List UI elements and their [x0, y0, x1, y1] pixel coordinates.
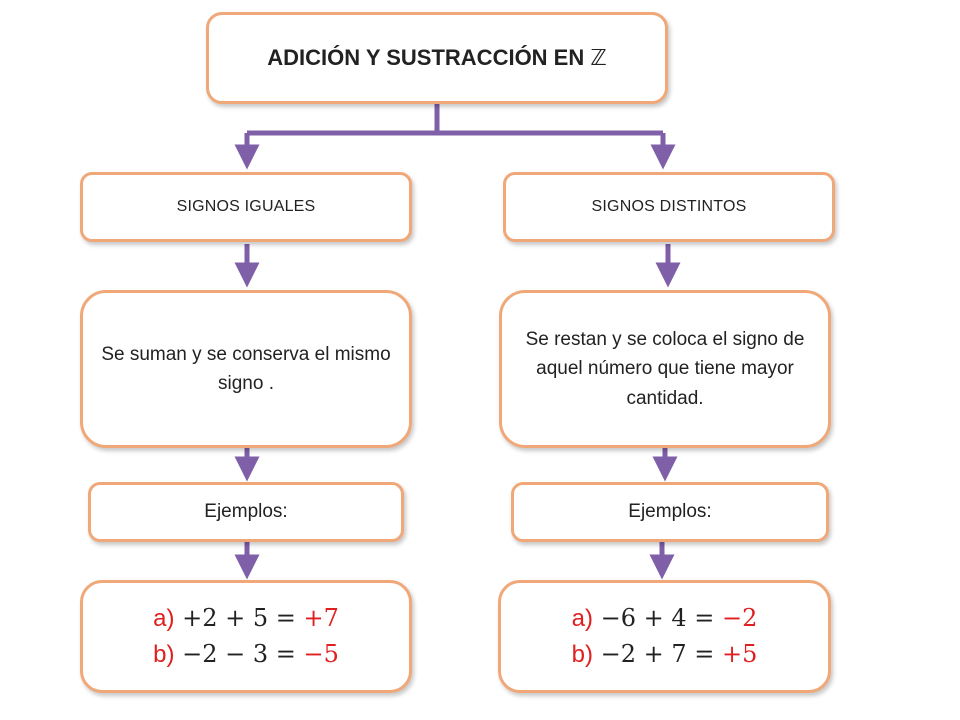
example-label: b) — [153, 640, 175, 668]
math-examples-box-left: a) +2 + 5 = +7 b) −2 − 3 = −5 — [80, 580, 412, 693]
example-result: −2 — [721, 603, 758, 632]
title-box: ADICIÓN Y SUSTRACCIÓN EN ℤ — [206, 12, 668, 104]
rule-text: Se restan y se coloca el signo de aquel … — [525, 328, 805, 409]
rule-box-left: Se suman y se conserva el mismo signo . — [80, 290, 412, 448]
math-examples-box-right: a) −6 + 4 = −2 b) −2 + 7 = +5 — [498, 580, 831, 693]
example-label: a) — [153, 604, 175, 632]
example-equation: b) −2 + 7 = +5 — [572, 637, 758, 673]
rule-text: Se suman y se conserva el mismo signo . — [101, 343, 391, 394]
example-result: +5 — [721, 639, 758, 668]
examples-label-box-right: Ejemplos: — [511, 482, 829, 542]
category-label: SIGNOS DISTINTOS — [591, 198, 747, 215]
examples-label-box-left: Ejemplos: — [88, 482, 404, 542]
category-box-signos-distintos: SIGNOS DISTINTOS — [503, 172, 835, 242]
category-box-signos-iguales: SIGNOS IGUALES — [80, 172, 412, 242]
example-equation: b) −2 − 3 = −5 — [153, 637, 339, 673]
example-equation: a) +2 + 5 = +7 — [153, 601, 339, 637]
rule-box-right: Se restan y se coloca el signo de aquel … — [499, 290, 831, 448]
example-expression: −2 − 3 = — [182, 639, 304, 668]
examples-label: Ejemplos: — [628, 501, 712, 522]
example-result: −5 — [303, 639, 339, 668]
example-label: a) — [571, 604, 593, 632]
example-expression: −6 + 4 = — [600, 603, 722, 632]
example-expression: +2 + 5 = — [182, 603, 304, 632]
page-title: ADICIÓN Y SUSTRACCIÓN EN ℤ — [267, 45, 607, 71]
example-equation: a) −6 + 4 = −2 — [572, 601, 758, 637]
category-label: SIGNOS IGUALES — [176, 198, 316, 215]
example-result: +7 — [303, 603, 339, 632]
example-expression: −2 + 7 = — [600, 639, 722, 668]
examples-label: Ejemplos: — [204, 501, 288, 522]
title-text: ADICIÓN Y SUSTRACCIÓN EN — [267, 45, 585, 70]
integers-symbol: ℤ — [590, 46, 607, 71]
example-label: b) — [571, 640, 593, 668]
